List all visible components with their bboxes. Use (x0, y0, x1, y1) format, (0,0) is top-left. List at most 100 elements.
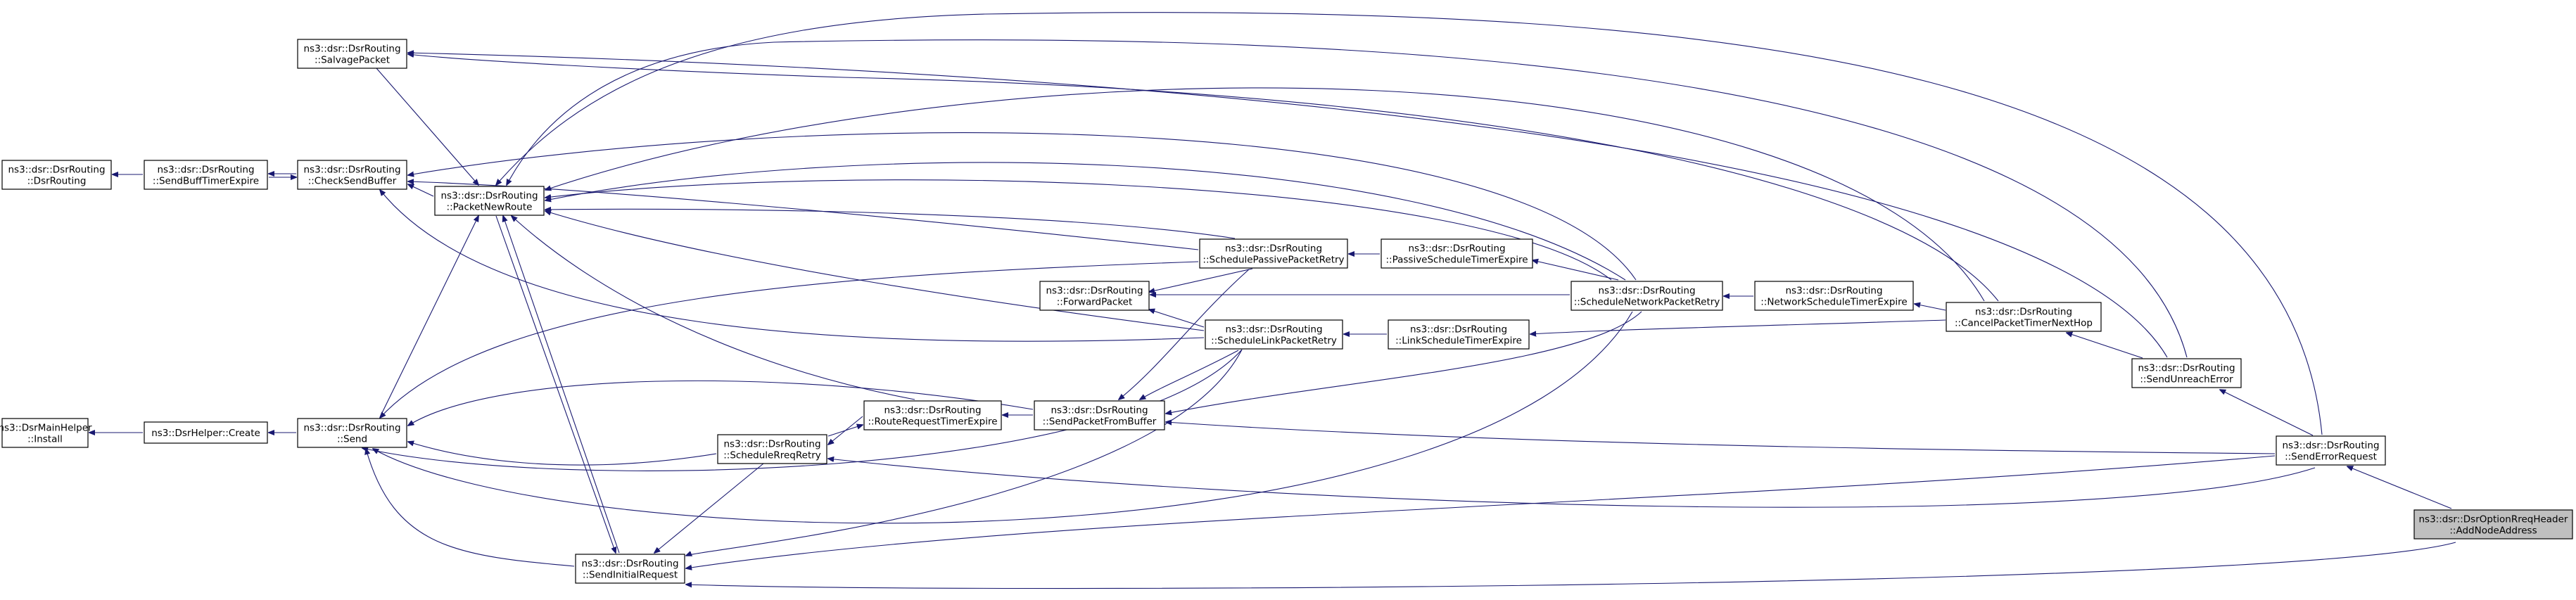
edge-line (380, 190, 1205, 342)
node-send[interactable]: ns3::dsr::DsrRouting::Send (297, 418, 407, 448)
edge-line (828, 459, 2316, 508)
node-box (1, 160, 112, 190)
edge-sendpacket-to-netretry (1166, 311, 1642, 414)
edge-line (408, 442, 717, 466)
node-unreach[interactable]: ns3::dsr::DsrRouting::SendUnreachError (2131, 358, 2242, 388)
node-label-line: ns3::dsr::DsrRouting (157, 165, 254, 176)
edge-initial-to-send (366, 449, 575, 567)
node-linktimer[interactable]: ns3::dsr::DsrRouting::LinkScheduleTimerE… (1388, 319, 1530, 350)
node-mainhelper[interactable]: ns3::DsrMainHelper::Install (0, 418, 92, 448)
node-label-line: ns3::dsr::DsrRouting (1225, 324, 1322, 336)
edge-line (545, 87, 1985, 302)
edge-line (507, 39, 2188, 358)
node-label-line: ::LinkScheduleTimerExpire (1395, 336, 1522, 347)
edge-linktimer-to-cancel (1530, 319, 1946, 334)
node-addnode[interactable]: ns3::dsr::DsrOptionRreqHeader::AddNodeAd… (2413, 509, 2573, 540)
node-label-line: ::SendPacketFromBuffer (1043, 416, 1157, 428)
node-rreqretry[interactable]: ns3::dsr::DsrRouting::ScheduleRreqRetry (717, 434, 827, 464)
node-box (717, 434, 827, 464)
node-label-line: ::CheckSendBuffer (308, 176, 397, 187)
edge-send-to-packetnew (379, 216, 478, 418)
node-box (575, 554, 685, 584)
edge-line (1166, 422, 2276, 454)
node-box (863, 400, 1002, 430)
edge-line (1915, 304, 1946, 311)
edge-checksend-to-passiveretry (408, 181, 1199, 250)
node-label-line: ::SendInitialRequest (583, 570, 678, 581)
node-passiveretry[interactable]: ns3::dsr::DsrRouting::SchedulePassivePac… (1199, 238, 1348, 269)
node-forward[interactable]: ns3::dsr::DsrRouting::ForwardPacket (1039, 281, 1150, 311)
node-helpercreate[interactable]: ns3::DsrHelper::Create (144, 421, 268, 444)
edge-salvage-to-packetnew (376, 68, 478, 185)
node-cancel[interactable]: ns3::dsr::DsrRouting::CancelPacketTimerN… (1946, 302, 2102, 332)
node-linkretry[interactable]: ns3::dsr::DsrRouting::ScheduleLinkPacket… (1205, 319, 1343, 350)
node-checksend[interactable]: ns3::dsr::DsrRouting::CheckSendBuffer (297, 160, 407, 190)
node-label-line: ns3::dsr::DsrRouting (884, 405, 981, 416)
node-label-line: ::SendBuffTimerExpire (153, 176, 259, 187)
edge-nettimer-to-cancel (1915, 304, 1946, 311)
node-label-line: ns3::dsr::DsrRouting (1051, 405, 1148, 416)
node-box (2413, 509, 2573, 540)
edge-line (1119, 269, 1250, 400)
edge-packetnew-to-initial (495, 215, 616, 553)
node-box (1754, 281, 1914, 311)
node-sendpacket[interactable]: ns3::dsr::DsrRouting::SendPacketFromBuff… (1034, 400, 1165, 430)
node-salvage[interactable]: ns3::dsr::DsrRouting::SalvagePacket (297, 39, 407, 69)
edge-cancel-to-unreach (2067, 333, 2143, 359)
edge-packetnew-to-checksend (408, 184, 434, 197)
node-packetnew[interactable]: ns3::dsr::DsrRouting::PacketNewRoute (434, 186, 545, 216)
edge-passivetimer-to-netretry (1533, 260, 1619, 281)
edge-packetnew-to-linkretry (545, 211, 1205, 331)
node-label-line: ns3::dsr::DsrRouting (303, 44, 400, 55)
node-box (1, 418, 89, 448)
node-box (1946, 302, 2102, 332)
node-label-line: ::SalvagePacket (315, 55, 390, 66)
node-dsrrouting[interactable]: ns3::dsr::DsrRouting::DsrRouting (1, 160, 112, 190)
node-box (297, 418, 407, 448)
node-box (297, 39, 407, 69)
edge-line (408, 132, 1637, 281)
node-label-line: ::NetworkScheduleTimerExpire (1760, 297, 1908, 308)
edge-routereq-to-rreqretry (827, 425, 863, 437)
edge-routereq-to-packetnew (512, 216, 915, 400)
node-label-line: ns3::dsr::DsrRouting (1408, 243, 1505, 255)
edge-send-to-sendpacket (408, 380, 1034, 426)
node-label-line: ::ScheduleRreqRetry (723, 450, 821, 461)
edge-senderror-to-addnode (2347, 466, 2452, 509)
node-passivetimer[interactable]: ns3::dsr::DsrRouting::PassiveScheduleTim… (1381, 238, 1533, 269)
node-box (144, 160, 268, 190)
edge-send-to-passiveretry (380, 261, 1199, 418)
edge-line (827, 425, 863, 437)
node-sendbuff[interactable]: ns3::dsr::DsrRouting::SendBuffTimerExpir… (144, 160, 268, 190)
edge-sendpacket-to-passiveretry (1119, 269, 1250, 400)
node-label-line: ns3::dsr::DsrOptionRreqHeader (2419, 514, 2568, 525)
node-box (297, 160, 407, 190)
edge-line (545, 209, 1236, 239)
node-senderror[interactable]: ns3::dsr::DsrRouting::SendErrorRequest (2276, 435, 2386, 466)
edge-line (376, 68, 478, 185)
node-box (1571, 281, 1723, 311)
edge-line (1140, 350, 1239, 400)
edge-send-to-linkretry (362, 349, 1243, 471)
node-initial[interactable]: ns3::dsr::DsrRouting::SendInitialRequest (575, 554, 685, 584)
node-routereq[interactable]: ns3::dsr::DsrRouting::RouteRequestTimerE… (863, 400, 1002, 430)
node-label-line: ::PacketNewRoute (447, 202, 533, 213)
node-label-line: ns3::DsrHelper::Create (151, 428, 260, 439)
edge-unreach-to-packetnew (507, 39, 2188, 358)
edge-forward-to-linkretry (1149, 309, 1205, 328)
node-box (1205, 319, 1343, 350)
node-label-line: ns3::dsr::DsrRouting (440, 191, 538, 202)
edge-line (373, 311, 1633, 524)
node-label-line: ::ScheduleLinkPacketRetry (1211, 336, 1337, 347)
node-box (1381, 238, 1533, 269)
edge-line (686, 542, 2456, 589)
edge-line (1149, 268, 1253, 292)
edge-netretry-to-send (373, 311, 1633, 524)
edge-line (379, 216, 478, 418)
node-netretry[interactable]: ns3::dsr::DsrRouting::ScheduleNetworkPac… (1571, 281, 1723, 311)
edge-send-to-rreqretry (408, 442, 717, 466)
edge-line (1166, 311, 1642, 414)
node-nettimer[interactable]: ns3::dsr::DsrRouting::NetworkScheduleTim… (1754, 281, 1914, 311)
node-label-line: ::PassiveScheduleTimerExpire (1385, 255, 1528, 266)
node-label-line: ns3::dsr::DsrRouting (303, 423, 400, 434)
